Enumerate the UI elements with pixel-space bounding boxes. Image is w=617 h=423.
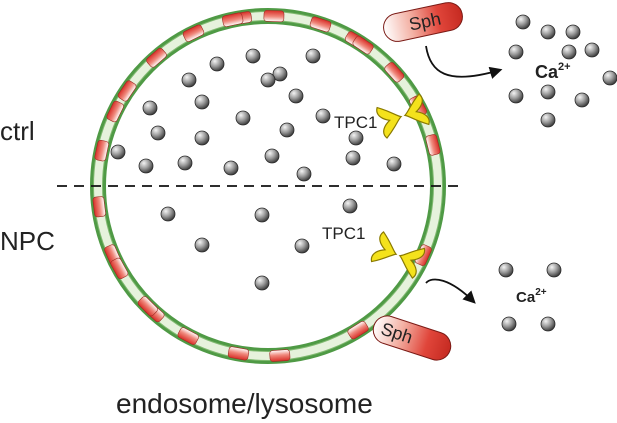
calcium-ion-icon — [223, 160, 239, 176]
calcium-ion-icon — [345, 150, 361, 166]
sphingolipid-band-icon — [182, 24, 205, 42]
release-arrow-top — [425, 45, 503, 79]
tpc1-channel-top — [376, 93, 430, 139]
sphingolipid-band-icon — [92, 196, 106, 218]
calcium-ion-icon — [508, 88, 524, 104]
calcium-ion-icon — [602, 70, 617, 86]
calcium-ion-icon — [315, 108, 331, 124]
calcium-ion-icon — [540, 84, 556, 100]
calcium-ion-icon — [160, 206, 176, 222]
calcium-ion-icon — [561, 44, 577, 60]
calcium-ion-icon — [177, 155, 193, 171]
calcium-ion-icon — [540, 112, 556, 128]
calcium-ion-icon — [498, 262, 514, 278]
release-arrow-bottom — [425, 278, 476, 304]
tpc1-label-bottom: TPC1 — [322, 224, 365, 243]
calcium-ion-icon — [194, 130, 210, 146]
calcium-ion-icon — [501, 316, 517, 332]
calcium-ion-icon — [540, 316, 556, 332]
sphingosine-bottom: Sph — [372, 315, 452, 361]
calcium-label-bottom: Ca2+ — [516, 287, 547, 306]
calcium-ion-icon — [386, 156, 402, 172]
calcium-ion-icon — [194, 94, 210, 110]
sphingolipid-band-icon — [384, 62, 405, 83]
sphingolipid-band-icon — [269, 349, 291, 362]
calcium-ion-icon — [272, 66, 288, 82]
sphingolipid-band-icon — [117, 80, 137, 102]
sphingolipid-band-icon — [177, 327, 199, 345]
calcium-ion-icon — [288, 88, 304, 104]
tpc1-channel-icon — [370, 231, 398, 263]
ctrl-label: ctrl — [0, 116, 35, 146]
calcium-ion-icon — [565, 24, 581, 40]
calcium-ion-icon — [110, 144, 126, 160]
sphingolipid-band-icon — [106, 100, 124, 123]
calcium-ion-icon — [181, 72, 197, 88]
calcium-ion-icon — [150, 125, 166, 141]
sphingosine-lipid-icon — [372, 315, 452, 361]
sphingosine-lipid-icon — [383, 2, 463, 42]
calcium-ion-icon — [142, 100, 158, 116]
calcium-ion-icon — [342, 198, 358, 214]
calcium-ion-icon — [194, 237, 210, 253]
calcium-ions — [110, 14, 617, 332]
tpc1-channel-bottom — [370, 231, 426, 279]
calcium-ion-icon — [245, 48, 261, 64]
tpc1-label-top: TPC1 — [334, 113, 377, 132]
calcium-ion-icon — [138, 158, 154, 174]
sphingolipid-band-icon — [227, 346, 250, 361]
calcium-ion-icon — [264, 148, 280, 164]
calcium-ion-icon — [235, 110, 251, 126]
sphingolipid-band-icon — [110, 257, 129, 280]
sphingolipid-band-icon — [425, 134, 441, 156]
sphingolipid-band-icon — [352, 35, 374, 55]
calcium-ion-icon — [574, 92, 590, 108]
sphingolipid-band-icon — [263, 10, 285, 23]
calcium-ion-icon — [348, 130, 364, 146]
calcium-ion-icon — [279, 122, 295, 138]
calcium-ion-icon — [254, 275, 270, 291]
calcium-ion-icon — [209, 56, 225, 72]
sphingolipid-band-icon — [137, 296, 158, 317]
npc-label: NPC — [0, 226, 55, 256]
calcium-ion-icon — [515, 14, 531, 30]
sphingolipid-band-icon — [309, 16, 332, 33]
calcium-ion-icon — [584, 42, 600, 58]
compartment-label: endosome/lysosome — [116, 388, 373, 419]
calcium-ion-icon — [305, 48, 321, 64]
sphingolipid-band-icon — [146, 47, 167, 68]
calcium-ion-icon — [296, 166, 312, 182]
calcium-ion-icon — [508, 44, 524, 60]
sphingolipid-band-icon — [94, 139, 109, 162]
sphingolipid-band-icon — [347, 321, 369, 340]
calcium-ion-icon — [546, 262, 562, 278]
sphingolipid-band-icon — [221, 12, 244, 27]
calcium-ion-icon — [540, 24, 556, 40]
tpc1-channel-icon — [376, 106, 403, 139]
calcium-ion-icon — [294, 238, 310, 254]
calcium-ion-icon — [260, 72, 276, 88]
sphingosine-top: Sph — [383, 2, 463, 42]
calcium-label-top: Ca2+ — [535, 61, 571, 82]
calcium-ion-icon — [254, 207, 270, 223]
